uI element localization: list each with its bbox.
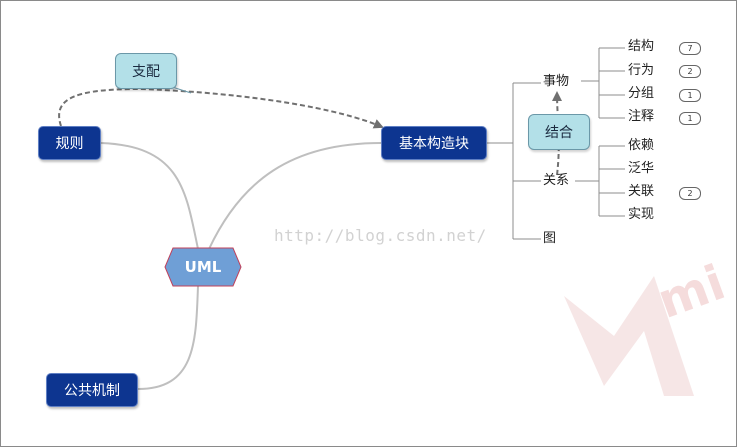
thing-kind-count-badge: 1	[679, 89, 701, 102]
callout-combine-label: 结合	[545, 125, 573, 141]
branch-building-blocks-tree	[487, 82, 541, 240]
relationship-kind-label[interactable]: 关联	[628, 184, 655, 199]
thing-kind-label[interactable]: 注释	[628, 109, 655, 124]
branch-things-tree	[581, 47, 625, 119]
branch-things-label[interactable]: 事物	[543, 74, 570, 89]
watermark-url: http://blog.csdn.net/	[274, 226, 487, 245]
thing-kind-count-badge: 1	[679, 112, 701, 125]
topic-rules-label: 规则	[55, 136, 84, 152]
branch-diagrams-label[interactable]: 图	[543, 231, 557, 246]
thing-kind-count-badge: 2	[679, 65, 701, 78]
central-topic-label: UML	[184, 258, 222, 276]
topic-common-mechanisms-label: 公共机制	[64, 383, 120, 399]
relationship-kind-label[interactable]: 依赖	[628, 138, 655, 153]
brand-watermark-icon: mi	[564, 255, 732, 396]
thing-kind-label[interactable]: 行为	[628, 63, 655, 78]
callout-combine[interactable]: 结合	[528, 114, 590, 150]
branch-building-blocks	[208, 142, 382, 250]
callout-governs[interactable]: 支配	[115, 53, 177, 89]
branch-relationships-label[interactable]: 关系	[543, 173, 570, 188]
relationship-kind-label[interactable]: 实现	[628, 207, 655, 222]
topic-rules[interactable]: 规则	[38, 126, 101, 160]
topic-common-mechanisms[interactable]: 公共机制	[46, 373, 138, 407]
topic-building-blocks-label: 基本构造块	[399, 136, 469, 152]
relationship-kind-count-badge: 2	[679, 187, 701, 200]
thing-kind-label[interactable]: 分组	[628, 86, 655, 101]
branch-rules	[100, 142, 199, 250]
relationship-kind-label[interactable]: 泛华	[628, 161, 655, 176]
hexagon-shape	[164, 247, 242, 287]
thing-kind-count-badge: 7	[679, 42, 701, 55]
topic-building-blocks[interactable]: 基本构造块	[381, 126, 487, 160]
callout-governs-label: 支配	[132, 64, 160, 80]
relation-arrow-governs	[58, 87, 384, 129]
branch-relationships-tree	[575, 145, 625, 217]
thing-kind-label[interactable]: 结构	[628, 39, 655, 54]
branch-common-mechanisms	[137, 285, 199, 390]
central-topic-uml[interactable]: UML	[164, 247, 242, 287]
